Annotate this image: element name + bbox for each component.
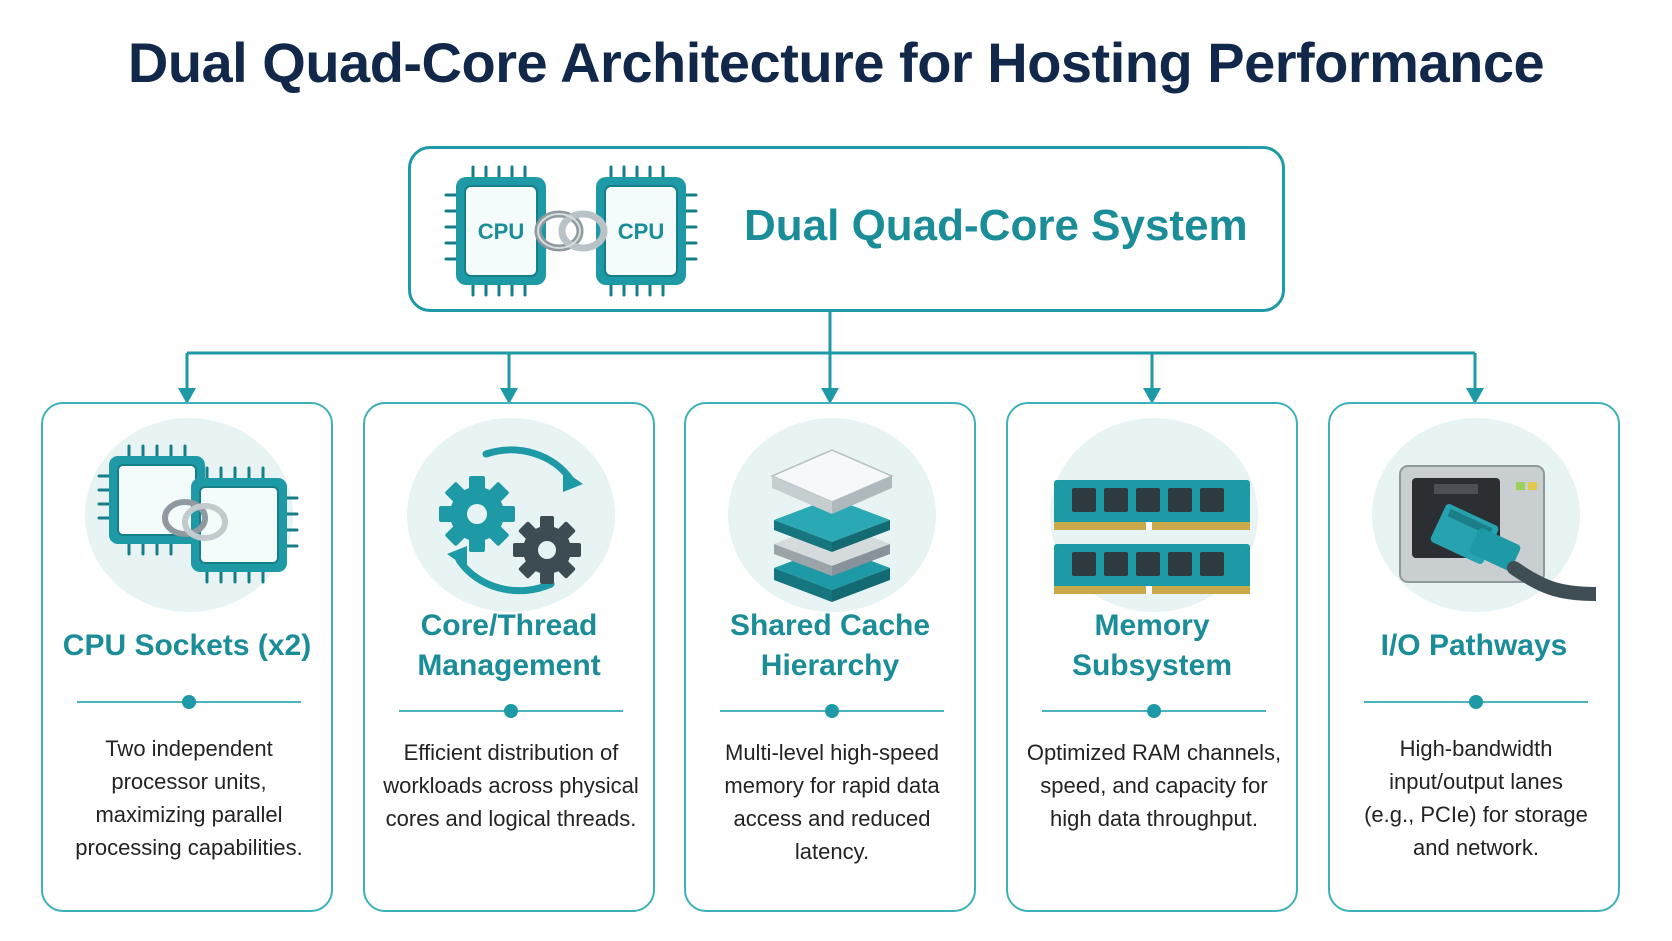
system-label: Dual Quad-Core System <box>744 201 1248 250</box>
system-box: CPU CPU Dual Quad-Core System <box>408 146 1285 312</box>
card-title: Core/Thread Management <box>417 609 601 682</box>
dual-cpu-icon <box>97 444 299 584</box>
card-divider-dot <box>1147 704 1161 718</box>
gears-icon <box>439 446 583 595</box>
card-description: High-bandwidth input/output lanes (e.g.,… <box>1364 736 1588 860</box>
page-title: Dual Quad-Core Architecture for Hosting … <box>127 31 1545 94</box>
card-description: Efficient distribution of workloads acro… <box>383 740 639 831</box>
card-title: I/O Pathways <box>1380 629 1568 662</box>
card-title: CPU Sockets (x2) <box>62 629 312 662</box>
ram-modules-icon <box>1054 480 1250 594</box>
card-divider-dot <box>504 704 518 718</box>
chip-label-left: CPU <box>478 219 524 244</box>
card-title: Memory Subsystem <box>1071 609 1233 682</box>
card-divider-dot <box>825 704 839 718</box>
card-description: Multi-level high-speed memory for rapid … <box>724 740 940 864</box>
card-description: Two independent processor units, maximiz… <box>75 736 303 860</box>
dual-cpu-chip-icon: CPU CPU <box>444 165 698 297</box>
ethernet-port-icon <box>1399 465 1596 601</box>
card-io-pathways: I/O Pathways High-bandwidth input/output… <box>1328 402 1620 912</box>
card-shared-cache-hierarchy: Shared Cache Hierarchy Multi-level high-… <box>684 402 976 912</box>
cache-layers-icon <box>770 449 894 602</box>
card-memory-subsystem: Memory Subsystem Optimized RAM channels,… <box>1006 402 1298 912</box>
card-cpu-sockets: CPU Sockets (x2) Two independent process… <box>41 402 333 912</box>
card-description: Optimized RAM channels, speed, and capac… <box>1026 740 1282 831</box>
card-core-thread-management: Core/Thread Management Efficient distrib… <box>363 402 655 912</box>
card-title: Shared Cache Hierarchy <box>729 609 931 682</box>
card-divider-dot <box>182 695 196 709</box>
card-divider-dot <box>1469 695 1483 709</box>
chip-label-right: CPU <box>618 219 664 244</box>
